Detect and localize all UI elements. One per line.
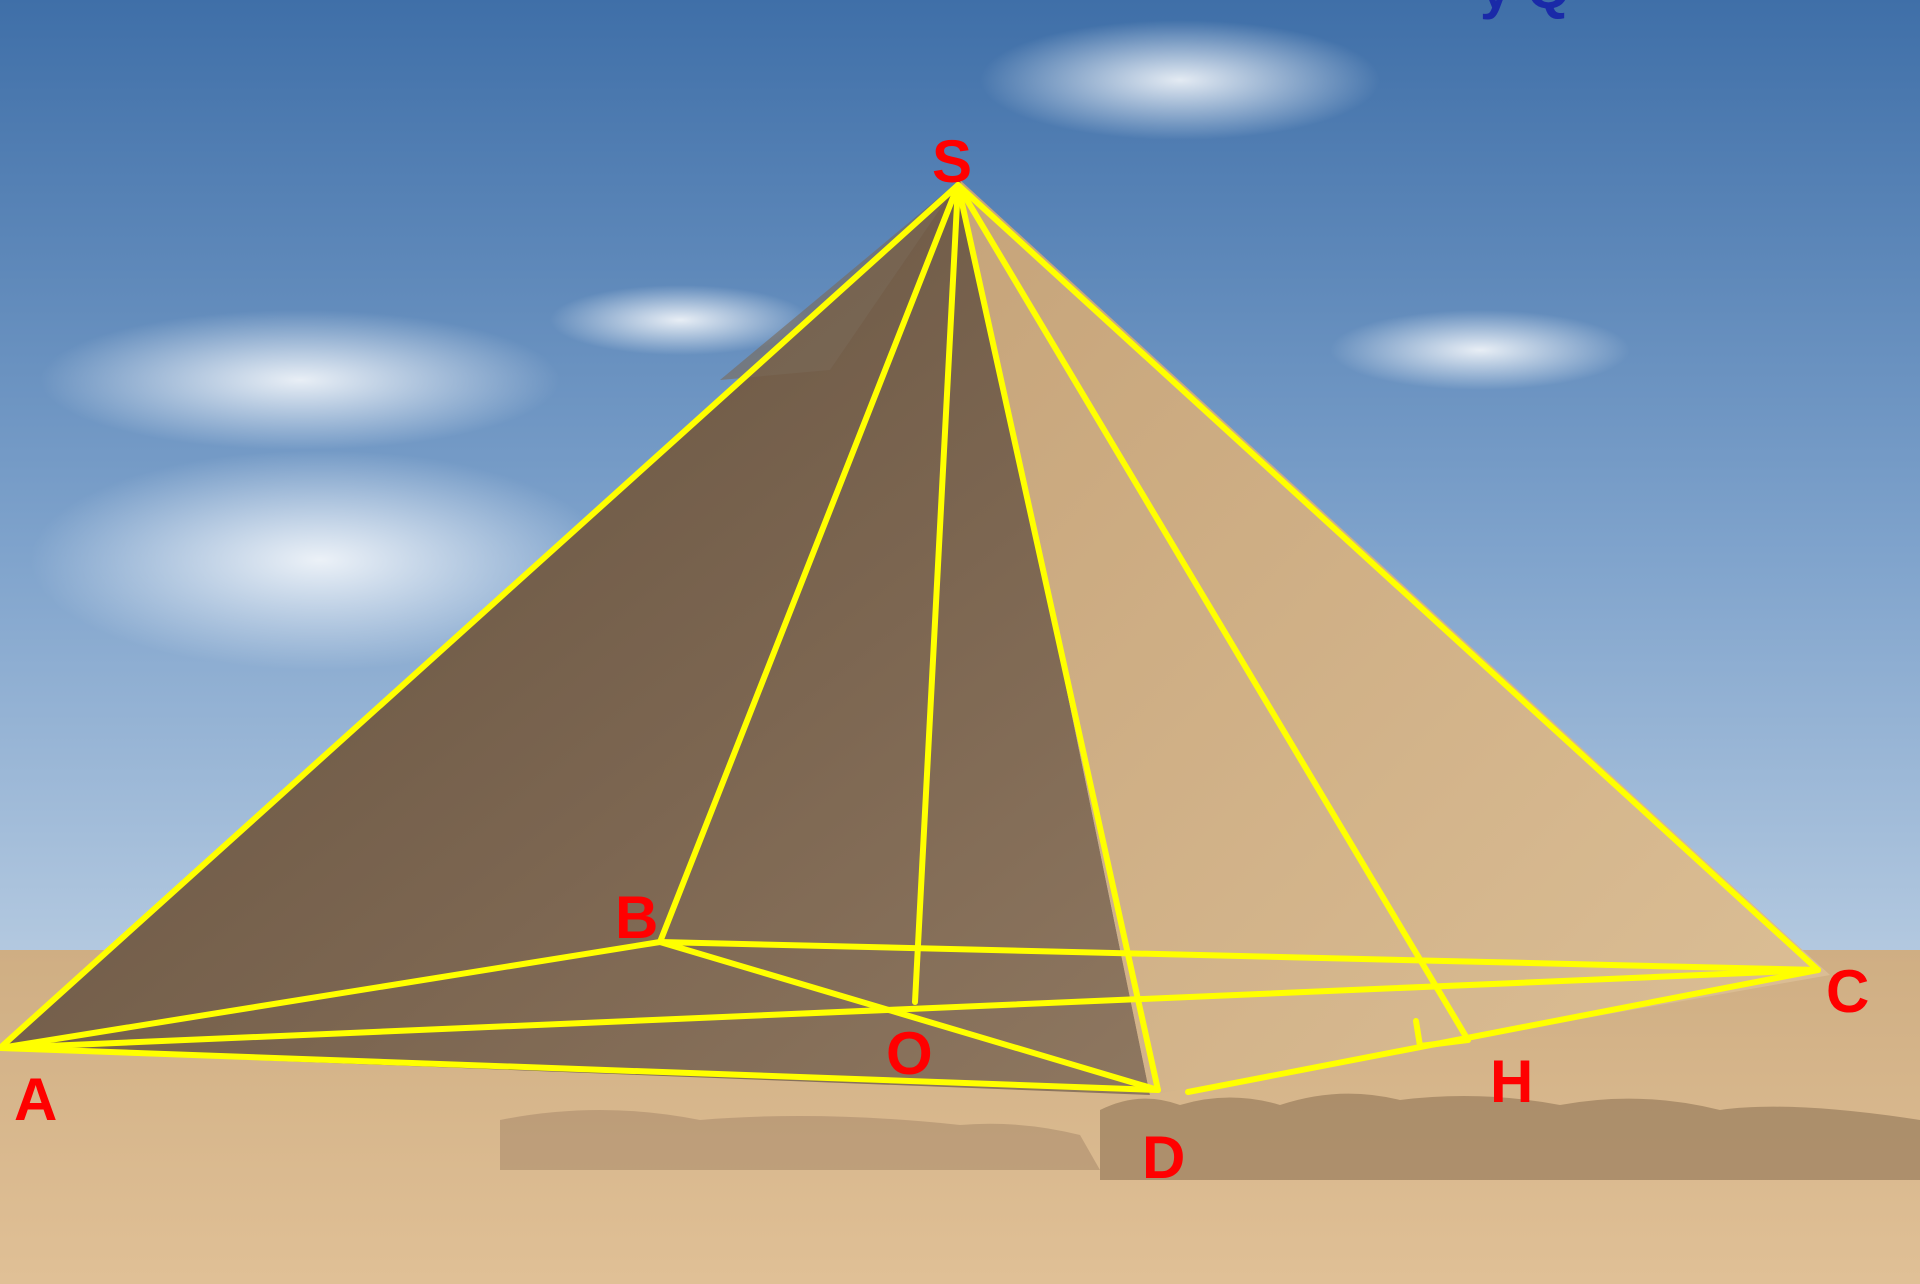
edge-SD bbox=[955, 182, 1161, 1093]
label-A: A bbox=[14, 1066, 57, 1133]
vertex-labels: S A B C D O H bbox=[14, 128, 1869, 1191]
pyramid-right-face bbox=[960, 180, 1830, 1095]
label-S: S bbox=[932, 128, 972, 195]
edge-BC bbox=[657, 939, 1821, 973]
pyramid-left-face bbox=[0, 180, 1150, 1095]
edge-CD bbox=[1185, 967, 1821, 1095]
diagonal-BD bbox=[657, 939, 1161, 1093]
top-cut-text: y Q bbox=[1480, 0, 1570, 20]
rubble bbox=[1100, 1093, 1920, 1180]
label-D: D bbox=[1142, 1124, 1185, 1191]
right-angle-marker bbox=[1413, 1018, 1471, 1050]
rubble bbox=[500, 1110, 1100, 1170]
label-H: H bbox=[1490, 1048, 1533, 1115]
diagonal-AC bbox=[0, 967, 1821, 1051]
construction-lines bbox=[0, 182, 1821, 1095]
cloud bbox=[980, 20, 1380, 140]
cloud bbox=[40, 310, 560, 450]
label-C: C bbox=[1826, 958, 1869, 1025]
height-SO bbox=[912, 182, 961, 1005]
edge-SC bbox=[955, 182, 1821, 973]
edge-AD bbox=[0, 1045, 1161, 1093]
apothem-SH bbox=[955, 182, 1471, 1043]
label-O: O bbox=[886, 1020, 933, 1087]
cloud bbox=[30, 450, 610, 670]
cloud bbox=[550, 285, 810, 355]
edge-SA bbox=[0, 182, 961, 1051]
label-B: B bbox=[615, 884, 658, 951]
cloud bbox=[1330, 310, 1630, 390]
edge-AB bbox=[0, 939, 663, 1051]
pyramid-far-face bbox=[720, 180, 960, 380]
edge-SB bbox=[657, 182, 961, 945]
